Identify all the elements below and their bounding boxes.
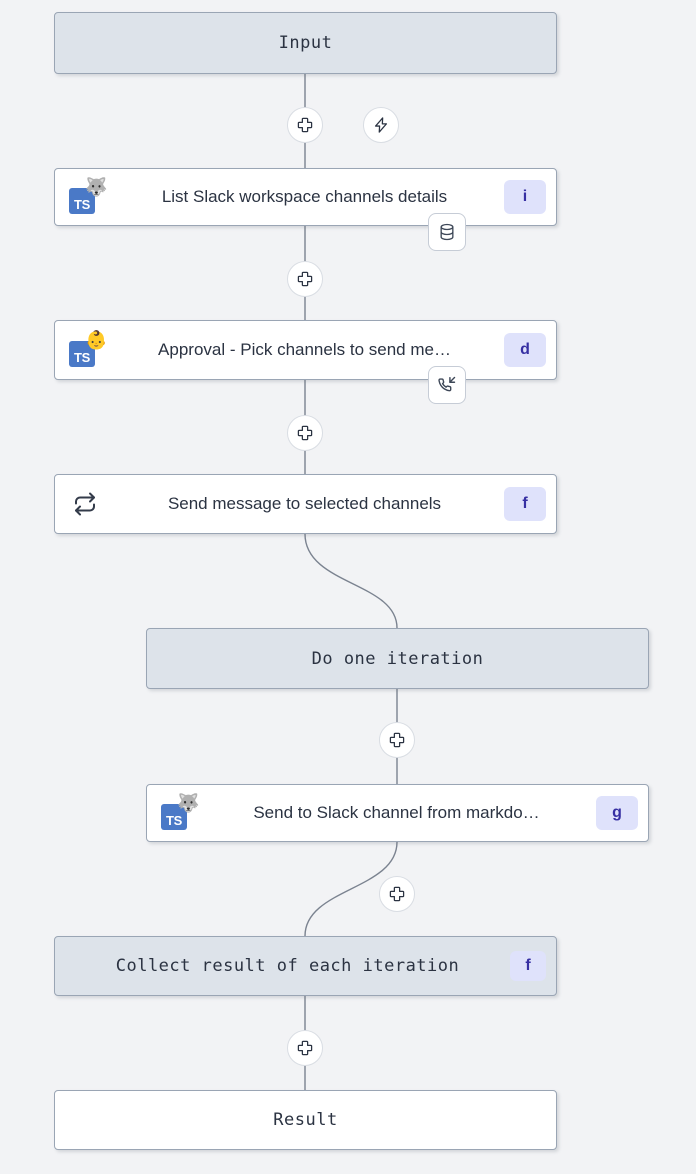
wolf-emoji-icon: 🐺	[85, 177, 108, 197]
baby-emoji-icon: 👶	[85, 330, 108, 350]
node-collect-result[interactable]: Collect result of each iteration f	[54, 936, 557, 996]
plus-icon	[297, 271, 313, 287]
node-approval[interactable]: TS 👶 Approval - Pick channels to send me…	[54, 320, 557, 380]
typescript-icon-label: TS	[165, 813, 182, 828]
phone-incoming-icon	[438, 376, 456, 392]
node-send-to-slack-badge[interactable]: g	[596, 796, 638, 830]
list-channels-lang-icon: TS 🐺	[65, 177, 108, 217]
node-do-one-iteration-label: Do one iteration	[311, 648, 484, 669]
node-approval-badge[interactable]: d	[504, 333, 546, 367]
add-step-after-input-button[interactable]	[287, 107, 323, 143]
node-input-label: Input	[278, 33, 333, 53]
plus-icon	[297, 1040, 313, 1056]
plus-icon	[297, 425, 313, 441]
node-list-slack-channels[interactable]: TS 🐺 List Slack workspace channels detai…	[54, 168, 557, 226]
add-step-in-loop-button[interactable]	[379, 722, 415, 758]
send-to-slack-lang-icon: TS 🐺	[157, 793, 200, 833]
node-forloop-label: Send message to selected channels	[167, 494, 442, 513]
node-forloop-badge[interactable]: f	[504, 487, 546, 521]
repeat-icon	[75, 492, 95, 516]
typescript-icon-label: TS	[73, 350, 90, 365]
repeat-icon-slot	[65, 484, 105, 524]
typescript-icon: TS	[69, 188, 95, 214]
add-step-after-approval-button[interactable]	[287, 415, 323, 451]
typescript-icon: TS	[69, 341, 95, 367]
lightning-icon	[374, 117, 388, 133]
wolf-emoji-icon: 🐺	[177, 793, 200, 813]
database-chip[interactable]	[428, 213, 466, 251]
typescript-icon: TS	[161, 804, 187, 830]
add-trigger-after-input-button[interactable]	[363, 107, 399, 143]
plus-icon	[389, 732, 405, 748]
node-do-one-iteration[interactable]: Do one iteration	[146, 628, 649, 689]
plus-icon	[389, 886, 405, 902]
node-list-slack-channels-label: List Slack workspace channels details	[161, 187, 448, 206]
add-step-after-collect-button[interactable]	[287, 1030, 323, 1066]
node-collect-result-badge[interactable]: f	[510, 951, 546, 981]
plus-icon	[297, 117, 313, 133]
phone-incoming-chip[interactable]	[428, 366, 466, 404]
node-result[interactable]: Result	[54, 1090, 557, 1150]
add-step-after-list-channels-button[interactable]	[287, 261, 323, 297]
add-step-after-send-to-slack-button[interactable]	[379, 876, 415, 912]
database-icon	[440, 223, 454, 241]
node-list-slack-channels-badge[interactable]: i	[504, 180, 546, 214]
node-input[interactable]: Input	[54, 12, 557, 74]
node-result-label: Result	[273, 1110, 338, 1130]
node-send-to-slack-label: Send to Slack channel from markdo…	[253, 803, 540, 822]
typescript-icon-label: TS	[73, 197, 90, 212]
node-approval-label: Approval - Pick channels to send me…	[158, 340, 451, 359]
node-send-to-slack[interactable]: TS 🐺 Send to Slack channel from markdo… …	[146, 784, 649, 842]
approval-lang-icon: TS 👶	[65, 330, 108, 370]
node-collect-result-label: Collect result of each iteration	[115, 956, 460, 976]
node-forloop[interactable]: Send message to selected channels f	[54, 474, 557, 534]
edge-forloop-to-iteration	[304, 533, 398, 629]
